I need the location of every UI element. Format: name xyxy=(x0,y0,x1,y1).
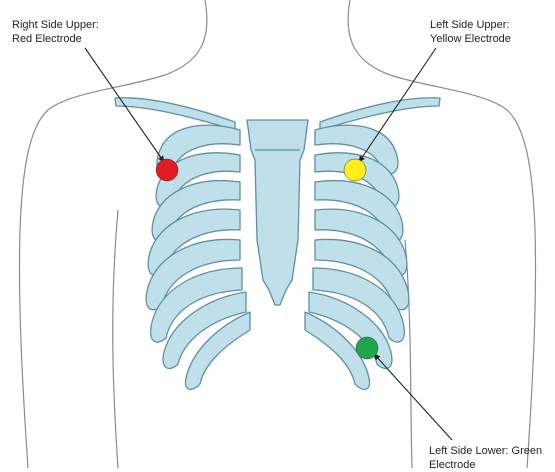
yellow-electrode xyxy=(344,159,366,181)
left-upper-label-line2: Yellow Electrode xyxy=(430,32,511,46)
right-upper-label: Right Side Upper: Red Electrode xyxy=(12,18,99,46)
red-electrode xyxy=(156,159,178,181)
right-upper-label-line2: Red Electrode xyxy=(12,32,99,46)
arrow-left-lower xyxy=(374,354,452,440)
left-lower-label-line1: Left Side Lower: Green xyxy=(429,444,542,458)
left-upper-label-line1: Left Side Upper: xyxy=(430,18,511,32)
sternum xyxy=(247,120,308,305)
left-lower-label-line2: Electrode xyxy=(429,458,542,472)
green-electrode xyxy=(356,337,378,359)
right-upper-label-line1: Right Side Upper: xyxy=(12,18,99,32)
ribcage xyxy=(115,98,440,390)
left-upper-label: Left Side Upper: Yellow Electrode xyxy=(430,18,511,46)
